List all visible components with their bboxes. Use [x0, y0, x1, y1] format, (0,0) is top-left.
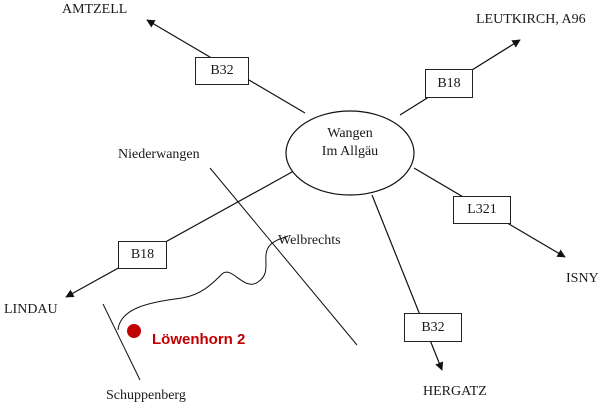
road-to-hergatz: [371, 194, 444, 371]
lane-to-loewenhorn: [117, 235, 289, 331]
place-welbrechts: Welbrechts: [278, 233, 341, 248]
road-sign-b32-south: B32: [404, 313, 462, 342]
wangen-label: Wangen Im Allgäu: [300, 125, 400, 161]
destination-hergatz: HERGATZ: [423, 384, 487, 399]
destination-leutkirch: LEUTKIRCH, A96: [476, 12, 586, 27]
destination-isny: ISNY: [566, 271, 599, 286]
road-schuppenberg: [102, 303, 141, 381]
place-niederwangen: Niederwangen: [118, 147, 200, 162]
road-sign-l321: L321: [453, 196, 511, 224]
road-sign-b18-north: B18: [425, 69, 473, 98]
road-niederwangen-welbrechts: [209, 167, 358, 346]
wangen-ellipse: [285, 110, 415, 196]
destination-amtzell: AMTZELL: [62, 2, 128, 17]
poi-loewenhorn-label: Löwenhorn 2: [152, 331, 246, 348]
wangen-label-line1: Wangen: [327, 126, 373, 141]
road-sign-b18-west: B18: [118, 241, 167, 269]
wangen-label-line2: Im Allgäu: [321, 144, 379, 159]
road-sign-b32-north: B32: [195, 57, 249, 85]
destination-lindau: LINDAU: [4, 302, 58, 317]
loewenhorn-marker: [127, 324, 141, 338]
road-to-lindau: [65, 171, 293, 298]
place-schuppenberg: Schuppenberg: [106, 388, 186, 403]
